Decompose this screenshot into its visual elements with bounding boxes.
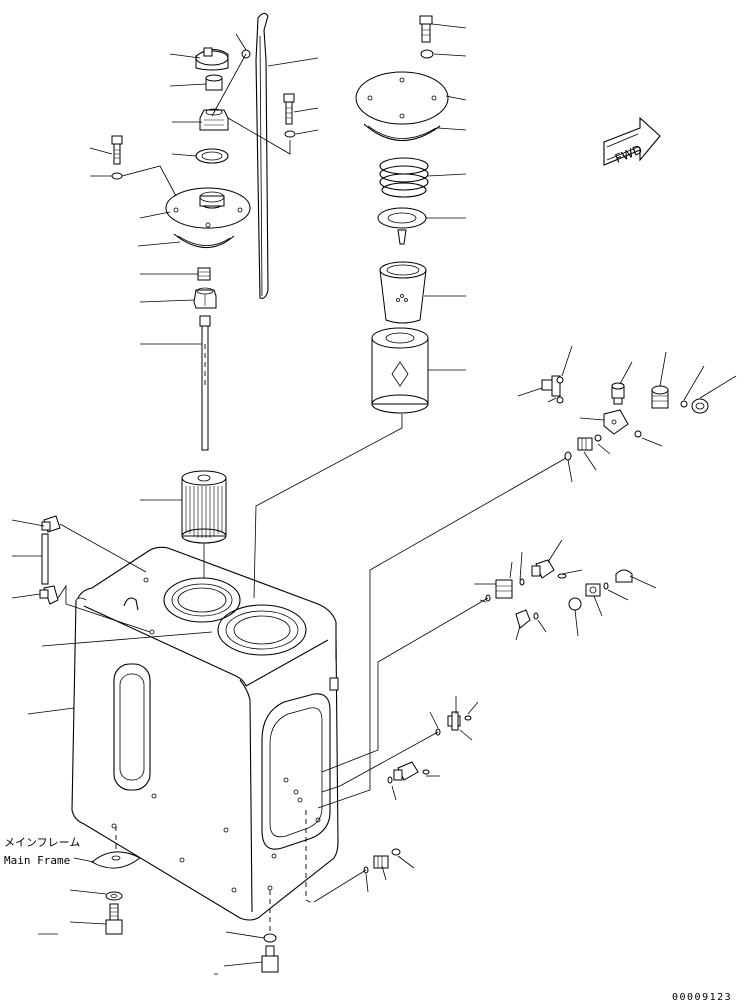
fitting-elbow-left-lower [39, 585, 59, 605]
hex-nut-long [193, 287, 217, 309]
washer-top [420, 49, 434, 59]
return-filter-element [371, 327, 429, 414]
main-frame-label-jp: メインフレーム [4, 836, 80, 849]
spring [197, 267, 211, 281]
fitting-dome-cap [615, 569, 633, 583]
bolt-left [111, 135, 123, 165]
rod [199, 315, 211, 451]
filter-cover [355, 71, 449, 125]
mount-cushion [105, 891, 123, 901]
tank-top-flange-left [163, 577, 241, 623]
filter-spring [379, 157, 429, 198]
oil-level-gauge [211, 12, 269, 299]
fitting-tee-block [603, 409, 629, 435]
washer-cap [284, 130, 296, 138]
fitting-adapter-a [651, 385, 669, 409]
mount-bolt-bottom [261, 945, 279, 973]
fitting-cap-b [585, 583, 601, 597]
main-frame-label-en: Main Frame [4, 854, 70, 867]
bolt-top [419, 15, 433, 43]
mount-washer-bottom [263, 933, 277, 943]
fitting-elbow-b [531, 559, 555, 579]
drawing-code: 00009123 [672, 992, 732, 1003]
leader-lines [11, 23, 737, 975]
tank-right-window [261, 693, 331, 850]
fitting-connector-a [577, 437, 593, 451]
cover-gasket [173, 233, 235, 249]
valve-seat [377, 207, 427, 245]
fitting-connector-b [495, 579, 513, 599]
fwd-arrow-icon: FWD [603, 116, 661, 166]
gasket-upper [195, 148, 229, 164]
filter-o-ring [363, 123, 441, 142]
bolt-cap [283, 93, 295, 125]
bushing [205, 74, 223, 91]
fitting-cap-a [691, 398, 709, 414]
fitting-elbow-d [393, 761, 419, 781]
strainer-cover [165, 187, 251, 229]
suction-strainer [181, 470, 227, 544]
fitting-plug-a [611, 382, 625, 405]
tank-top-flange-right [217, 604, 307, 656]
fitting-elbow-c [447, 711, 461, 731]
breather-cap [195, 47, 229, 71]
fitting-elbow-left [41, 515, 61, 533]
fwd-label: FWD [613, 142, 644, 165]
fitting-plug-b [568, 597, 582, 611]
fitting-connector-c [373, 855, 389, 869]
fitting-tee-b [515, 609, 531, 629]
hose-left [41, 533, 49, 585]
mount-bolt [105, 903, 123, 935]
washer-left [111, 172, 123, 180]
filter-holder [379, 261, 427, 324]
tank-left-window [113, 663, 151, 791]
main-frame-mount [91, 851, 141, 869]
